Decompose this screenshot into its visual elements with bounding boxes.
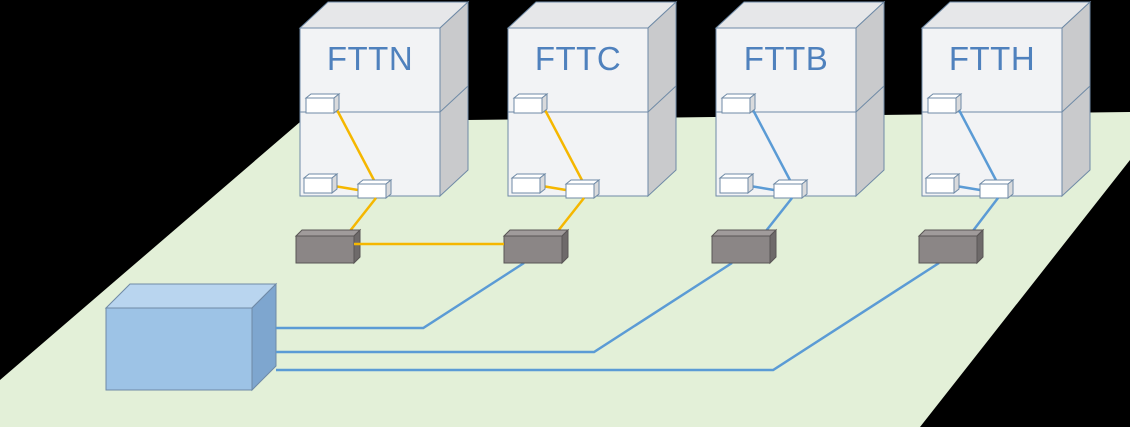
building-fttc-lower-unit: [510, 172, 547, 195]
central-office-fiber-lines: [276, 261, 940, 372]
building-fttb-lower-unit: [718, 172, 755, 195]
building-fttn-riser-line: [334, 107, 378, 185]
building-fttc-label: FTTC: [535, 40, 621, 77]
building-ftth-side-divider: [1061, 85, 1091, 113]
building-fttn-label: FTTN: [327, 40, 413, 77]
building-fttn-upper-unit: [304, 92, 341, 115]
building-ftth-splitter: [978, 178, 1015, 200]
building-fttc-lower-unit-side: [539, 172, 546, 195]
building-fttn-lower-unit-front: [303, 177, 333, 194]
building-fttc: FTTC: [502, 0, 678, 265]
building-ftth-lower-unit-front: [925, 177, 955, 194]
building-fttc-floor-line: [541, 184, 567, 192]
building-fttc-riser-line: [542, 107, 586, 185]
co-fiber-line-3: [276, 261, 940, 372]
building-ftth-lower-unit: [924, 172, 961, 195]
buildings-layer: FTTN FTTC FTTB FTTH: [294, 0, 1092, 265]
building-ftth: FTTH: [917, 0, 1092, 265]
building-fttn-street-node-top: [294, 229, 362, 237]
building-ftth-upper-unit-side: [955, 92, 962, 115]
co-fiber-line-1: [276, 261, 525, 330]
building-fttc-splitter: [564, 178, 601, 200]
building-ftth-street-node-side: [976, 228, 984, 265]
building-fttn-roof: [298, 1, 470, 29]
building-fttc-splitter-front: [565, 183, 595, 199]
building-fttb-street-node: [710, 228, 778, 265]
building-fttb: FTTB: [710, 0, 886, 265]
building-ftth-riser-line: [956, 107, 1000, 185]
building-fttc-upper-unit-front: [513, 97, 543, 114]
building-fttc-street-node-front: [503, 235, 563, 264]
building-ftth-label: FTTH: [949, 40, 1035, 77]
building-fttn-street-node: [294, 228, 362, 265]
building-fttb-lower-unit-side: [747, 172, 754, 195]
building-fttn-lower-unit: [302, 172, 339, 195]
building-fttn-upper-unit-front: [305, 97, 335, 114]
building-fttn-splitter: [356, 178, 393, 200]
building-fttb-street-node-top: [710, 229, 778, 237]
building-fttc-street-node-side: [561, 228, 569, 265]
building-ftth-floor-line: [955, 184, 981, 192]
building-fttb-upper-unit-front: [721, 97, 751, 114]
co-fiber-line-2: [276, 261, 733, 354]
building-fttb-splitter-front: [773, 183, 803, 199]
building-fttc-lower-unit-front: [511, 177, 541, 194]
building-fttb-street-node-side: [769, 228, 777, 265]
central-office: [104, 282, 278, 392]
building-fttn-splitter-front: [357, 183, 387, 199]
building-fttn-upper-unit-side: [333, 92, 340, 115]
building-fttb-splitter: [772, 178, 809, 200]
building-fttb-floor-line: [749, 184, 775, 192]
building-ftth-upper-unit: [926, 92, 963, 115]
building-ftth-street-node-front: [918, 235, 978, 264]
building-fttb-upper-unit: [720, 92, 757, 115]
building-fttn-floor-line: [333, 184, 359, 192]
building-fttc-street-node-top: [502, 229, 570, 237]
building-fttn-lower-unit-side: [331, 172, 338, 195]
building-fttc-side-divider: [647, 85, 677, 113]
building-ftth-upper-unit-front: [927, 97, 957, 114]
building-ftth-roof: [920, 1, 1092, 29]
building-fttc-roof: [506, 1, 678, 29]
building-ftth-lower-unit-side: [953, 172, 960, 195]
building-fttc-street-node: [502, 228, 570, 265]
building-fttn: FTTN: [294, 0, 470, 265]
building-fttb-lower-unit-front: [719, 177, 749, 194]
building-fttb-street-node-front: [711, 235, 771, 264]
building-fttc-upper-unit-side: [541, 92, 548, 115]
building-fttb-roof: [714, 1, 886, 29]
building-fttb-upper-unit-side: [749, 92, 756, 115]
building-fttb-side-divider: [855, 85, 885, 113]
building-fttn-street-node-front: [295, 235, 355, 264]
building-fttc-upper-unit: [512, 92, 549, 115]
building-fttb-label: FTTB: [744, 40, 828, 77]
building-ftth-street-node: [917, 228, 985, 265]
building-fttn-side-divider: [439, 85, 469, 113]
building-fttn-street-node-side: [353, 228, 361, 265]
building-ftth-splitter-front: [979, 183, 1009, 199]
building-fttb-riser-line: [750, 107, 794, 185]
building-ftth-street-node-top: [917, 229, 985, 237]
